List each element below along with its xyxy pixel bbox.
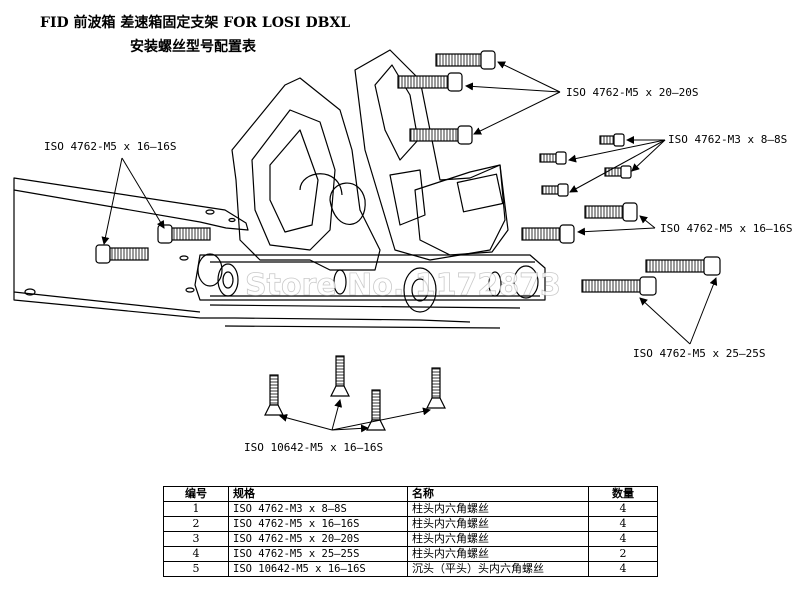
callout-m5x16-right: ISO 4762-M5 x 16—16S xyxy=(660,222,793,235)
callout-10642: ISO 10642-M5 x 16—16S xyxy=(244,441,384,454)
cell-name: 柱头内六角螺丝 xyxy=(407,501,589,517)
cell-qty: 4 xyxy=(588,516,658,532)
screw-10642-c xyxy=(366,389,386,431)
diff-bracket xyxy=(414,164,509,256)
screw-m5x16-r1 xyxy=(584,202,638,222)
col-header-no: 编号 xyxy=(163,486,229,502)
page-subtitle: 安装螺丝型号配置表 xyxy=(130,39,256,55)
cell-no: 5 xyxy=(163,561,229,577)
screw-m5x20-b xyxy=(397,72,463,92)
screw-m3x8-a xyxy=(599,133,625,147)
bulkhead-left-tower xyxy=(231,77,381,271)
cell-qty: 4 xyxy=(588,561,658,577)
cell-no: 2 xyxy=(163,516,229,532)
table-header-row: 编号 规格 名称 数量 xyxy=(163,486,658,502)
screw-m5x20-c xyxy=(409,125,473,145)
screw-m3x8-b xyxy=(539,151,567,165)
table-row: 2 ISO 4762-M5 x 16—16S 柱头内六角螺丝 4 xyxy=(163,516,658,532)
screw-m3x8-d xyxy=(541,183,569,197)
cell-spec: ISO 4762-M5 x 20—20S xyxy=(228,531,408,547)
cell-spec: ISO 4762-M3 x 8—8S xyxy=(228,501,408,517)
watermark: Store No. 1172873 xyxy=(245,268,561,303)
col-header-spec: 规格 xyxy=(228,486,408,502)
screw-m5x16-l2 xyxy=(157,224,211,244)
leader-10642-c xyxy=(331,424,369,433)
cell-spec: ISO 10642-M5 x 16—16S xyxy=(228,561,408,577)
leader-m3x8-c xyxy=(631,139,666,172)
leader-m3x8-d xyxy=(569,139,666,193)
screw-10642-b xyxy=(330,355,350,397)
callout-m5x25: ISO 4762-M5 x 25—25S xyxy=(633,347,766,360)
leader-m5x20-a xyxy=(497,61,561,93)
screw-m5x25-b xyxy=(581,276,657,296)
cell-qty: 2 xyxy=(588,546,658,562)
leader-10642-d xyxy=(331,407,431,431)
cell-name: 沉头（平头）头内六角螺丝 xyxy=(407,561,589,577)
table-row: 4 ISO 4762-M5 x 25—25S 柱头内六角螺丝 2 xyxy=(163,546,658,562)
callout-m5x20: ISO 4762-M5 x 20—20S xyxy=(566,86,699,99)
screw-m5x16-l1 xyxy=(95,244,149,264)
col-header-qty: 数量 xyxy=(588,486,658,502)
spec-table: 编号 规格 名称 数量 1 ISO 4762-M3 x 8—8S 柱头内六角螺丝… xyxy=(163,486,658,577)
leader-m5x20-b xyxy=(465,82,561,93)
cell-qty: 4 xyxy=(588,531,658,547)
leader-m5x16-r2 xyxy=(577,227,656,236)
cell-no: 3 xyxy=(163,531,229,547)
cell-spec: ISO 4762-M5 x 16—16S xyxy=(228,516,408,532)
cell-name: 柱头内六角螺丝 xyxy=(407,531,589,547)
leader-m5x25-a xyxy=(689,277,718,345)
col-header-name: 名称 xyxy=(407,486,589,502)
leader-m5x20-c xyxy=(473,91,561,135)
table-row: 1 ISO 4762-M3 x 8—8S 柱头内六角螺丝 4 xyxy=(163,501,658,517)
cell-no: 4 xyxy=(163,546,229,562)
screw-10642-d xyxy=(426,367,446,409)
leader-m5x16-l1 xyxy=(101,157,123,245)
pivot-block xyxy=(194,254,546,301)
callout-m5x16-left: ISO 4762-M5 x 16—16S xyxy=(44,140,177,153)
screw-m5x25-a xyxy=(645,256,721,276)
cell-name: 柱头内六角螺丝 xyxy=(407,516,589,532)
cell-name: 柱头内六角螺丝 xyxy=(407,546,589,562)
table-row: 5 ISO 10642-M5 x 16—16S 沉头（平头）头内六角螺丝 4 xyxy=(163,561,658,577)
cell-no: 1 xyxy=(163,501,229,517)
cell-spec: ISO 4762-M5 x 25—25S xyxy=(228,546,408,562)
page-title: FID 前波箱 差速箱固定支架 FOR LOSI DBXL xyxy=(40,15,351,31)
leader-m5x25-b xyxy=(639,297,691,345)
leader-m3x8-b xyxy=(568,139,666,163)
leader-10642-a xyxy=(279,413,333,431)
leader-m5x16-r1 xyxy=(639,215,656,229)
screw-m5x16-r2 xyxy=(521,224,575,244)
cell-qty: 4 xyxy=(588,501,658,517)
table-row: 3 ISO 4762-M5 x 20—20S 柱头内六角螺丝 4 xyxy=(163,531,658,547)
callout-m3x8: ISO 4762-M3 x 8—8S xyxy=(668,133,788,146)
leader-10642-b xyxy=(331,399,343,431)
screw-m3x8-c xyxy=(604,165,632,179)
chassis-plate xyxy=(13,177,249,231)
screw-10642-a xyxy=(264,374,284,416)
leader-m5x16-l2 xyxy=(121,157,165,229)
screw-m5x20-a xyxy=(435,50,496,70)
